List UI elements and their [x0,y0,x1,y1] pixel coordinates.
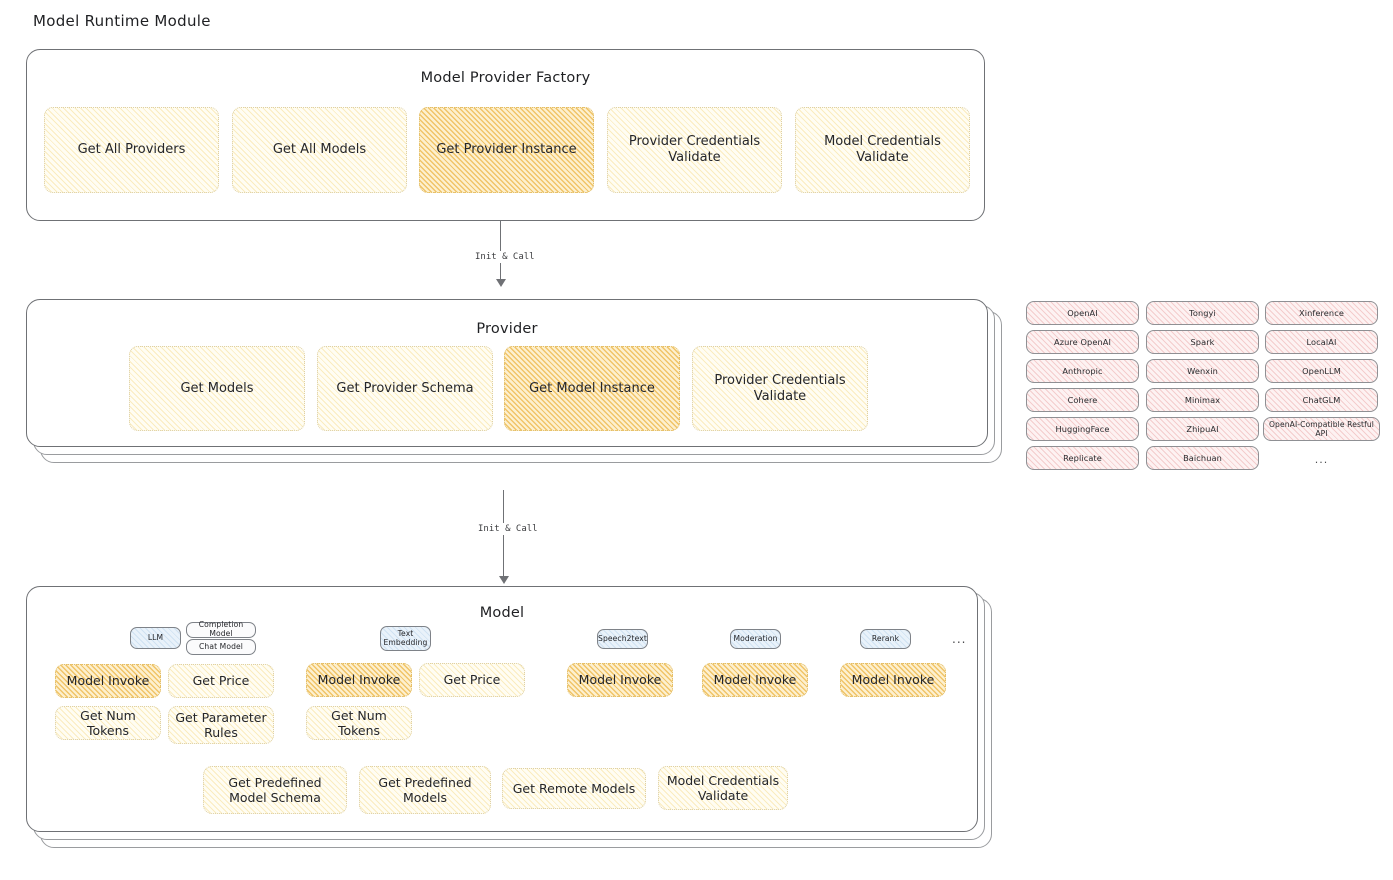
provider-list-ellipsis: ... [1314,452,1329,466]
provider-chip-openai[interactable]: OpenAI [1026,301,1139,325]
model-node-get-predefined-models[interactable]: Get Predefined Models [359,766,491,814]
arrow-provider-to-model-label: Init & Call [475,523,541,535]
model-node-embedding-model-invoke[interactable]: Model Invoke [306,663,412,697]
model-node-llm-get-parameter-rules[interactable]: Get Parameter Rules [168,706,274,744]
provider-chip-azure-openai[interactable]: Azure OpenAI [1026,330,1139,354]
model-node-llm-get-price[interactable]: Get Price [168,664,274,698]
model-badge-text-embedding[interactable]: Text Embedding [380,626,431,651]
provider-chip-cohere[interactable]: Cohere [1026,388,1139,412]
provider-node-get-provider-schema[interactable]: Get Provider Schema [317,346,493,431]
model-node-model-credentials-validate[interactable]: Model Credentials Validate [658,766,788,810]
provider-chip-tongyi[interactable]: Tongyi [1146,301,1259,325]
provider-node-get-models[interactable]: Get Models [129,346,305,431]
factory-node-model-credentials-validate[interactable]: Model Credentials Validate [795,107,970,193]
model-badges-ellipsis: ... [952,632,967,646]
provider-chip-openllm[interactable]: OpenLLM [1265,359,1378,383]
provider-chip-localai[interactable]: LocalAI [1265,330,1378,354]
provider-node-provider-credentials-validate[interactable]: Provider Credentials Validate [692,346,868,431]
factory-node-get-all-models[interactable]: Get All Models [232,107,407,193]
provider-panel-title: Provider [476,321,538,337]
provider-chip-xinference[interactable]: Xinference [1265,301,1378,325]
model-node-llm-model-invoke[interactable]: Model Invoke [55,664,161,698]
model-node-get-remote-models[interactable]: Get Remote Models [502,768,646,809]
provider-chip-replicate[interactable]: Replicate [1026,446,1139,470]
model-badge-moderation[interactable]: Moderation [730,629,781,649]
model-node-speech2text-model-invoke[interactable]: Model Invoke [567,663,673,697]
page-title: Model Runtime Module [33,12,211,30]
model-badge-rerank[interactable]: Rerank [860,629,911,649]
model-badge-completion-model[interactable]: Completion Model [186,620,256,638]
model-panel-title: Model [479,605,525,621]
provider-chip-minimax[interactable]: Minimax [1146,388,1259,412]
factory-node-provider-credentials-validate[interactable]: Provider Credentials Validate [607,107,782,193]
model-badge-llm[interactable]: LLM [130,627,181,649]
factory-node-get-provider-instance[interactable]: Get Provider Instance [419,107,594,193]
model-node-llm-get-num-tokens[interactable]: Get Num Tokens [55,706,161,740]
model-node-rerank-model-invoke[interactable]: Model Invoke [840,663,946,697]
model-node-get-predefined-model-schema[interactable]: Get Predefined Model Schema [203,766,347,814]
provider-chip-chatglm[interactable]: ChatGLM [1265,388,1378,412]
provider-chip-anthropic[interactable]: Anthropic [1026,359,1139,383]
factory-node-get-all-providers[interactable]: Get All Providers [44,107,219,193]
provider-chip-zhipuai[interactable]: ZhipuAI [1146,417,1259,441]
provider-chip-openai-compatible-restful-api[interactable]: OpenAI-Compatible Restful API [1263,417,1380,441]
provider-chip-huggingface[interactable]: HuggingFace [1026,417,1139,441]
model-badge-chat-model[interactable]: Chat Model [186,639,256,655]
arrow-provider-to-model-head [498,576,509,584]
model-node-embedding-get-num-tokens[interactable]: Get Num Tokens [306,706,412,740]
provider-node-get-model-instance[interactable]: Get Model Instance [504,346,680,431]
arrow-factory-to-provider-label: Init & Call [472,251,538,263]
provider-chip-wenxin[interactable]: Wenxin [1146,359,1259,383]
model-node-moderation-model-invoke[interactable]: Model Invoke [702,663,808,697]
factory-panel-title: Model Provider Factory [420,70,591,86]
provider-chip-baichuan[interactable]: Baichuan [1146,446,1259,470]
model-node-embedding-get-price[interactable]: Get Price [419,663,525,697]
provider-chip-spark[interactable]: Spark [1146,330,1259,354]
arrow-factory-to-provider-head [495,279,506,287]
model-badge-speech2text[interactable]: Speech2text [597,629,648,649]
